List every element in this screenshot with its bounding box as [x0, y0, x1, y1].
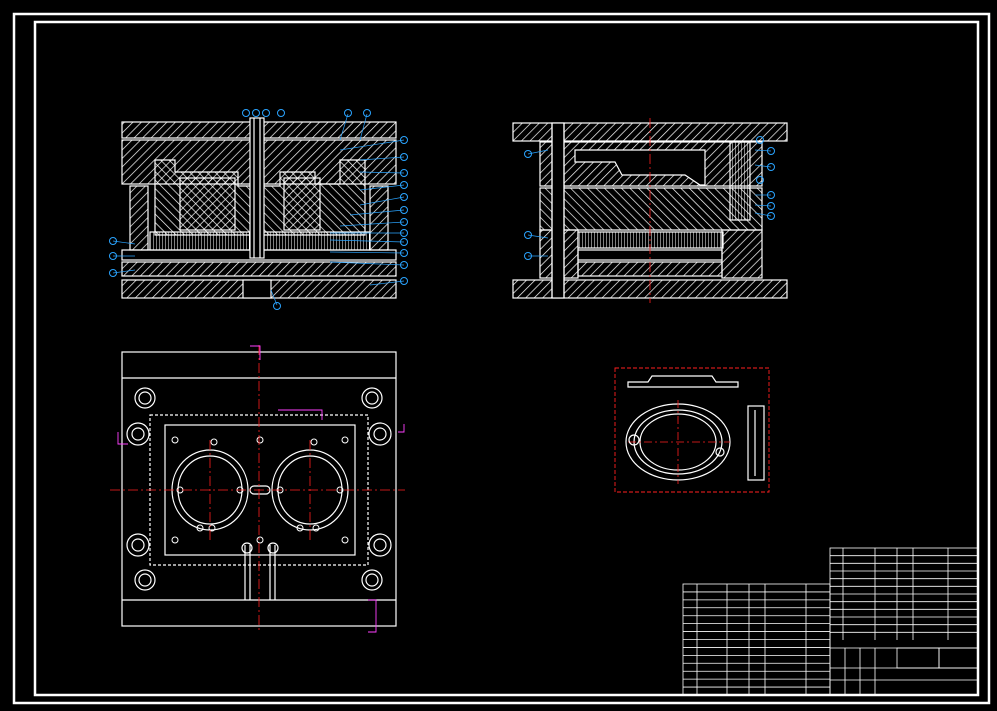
balloon[interactable] [767, 212, 775, 220]
balloon[interactable] [363, 109, 371, 117]
balloon[interactable] [109, 252, 117, 260]
balloon[interactable] [109, 269, 117, 277]
balloon[interactable] [400, 153, 408, 161]
balloon[interactable] [767, 202, 775, 210]
balloon[interactable] [400, 229, 408, 237]
front-balloons [109, 109, 408, 310]
balloon[interactable] [400, 277, 408, 285]
balloon[interactable] [400, 206, 408, 214]
balloon[interactable] [400, 181, 408, 189]
balloon[interactable] [767, 191, 775, 199]
balloon[interactable] [262, 109, 270, 117]
balloon[interactable] [400, 249, 408, 257]
balloon[interactable] [756, 136, 764, 144]
top-plan-view [110, 345, 405, 633]
inner-border [33, 20, 980, 697]
balloon[interactable] [400, 238, 408, 246]
balloon[interactable] [767, 147, 775, 155]
side-balloons [524, 136, 775, 260]
balloon[interactable] [252, 109, 260, 117]
side-section-view [512, 118, 788, 303]
balloon[interactable] [400, 169, 408, 177]
balloon[interactable] [524, 231, 532, 239]
balloon[interactable] [767, 163, 775, 171]
part-detail-view [614, 367, 770, 493]
balloon[interactable] [273, 302, 281, 310]
parts-list-table [682, 583, 831, 696]
outer-border [12, 12, 991, 705]
balloon[interactable] [277, 109, 285, 117]
balloon[interactable] [524, 150, 532, 158]
balloon[interactable] [400, 136, 408, 144]
front-section-view [112, 113, 405, 306]
balloon[interactable] [344, 109, 352, 117]
balloon[interactable] [524, 252, 532, 260]
balloon[interactable] [400, 218, 408, 226]
title-block [829, 547, 979, 696]
balloon[interactable] [109, 237, 117, 245]
balloon[interactable] [400, 261, 408, 269]
balloon[interactable] [400, 193, 408, 201]
balloon[interactable] [756, 176, 764, 184]
balloon[interactable] [242, 109, 250, 117]
